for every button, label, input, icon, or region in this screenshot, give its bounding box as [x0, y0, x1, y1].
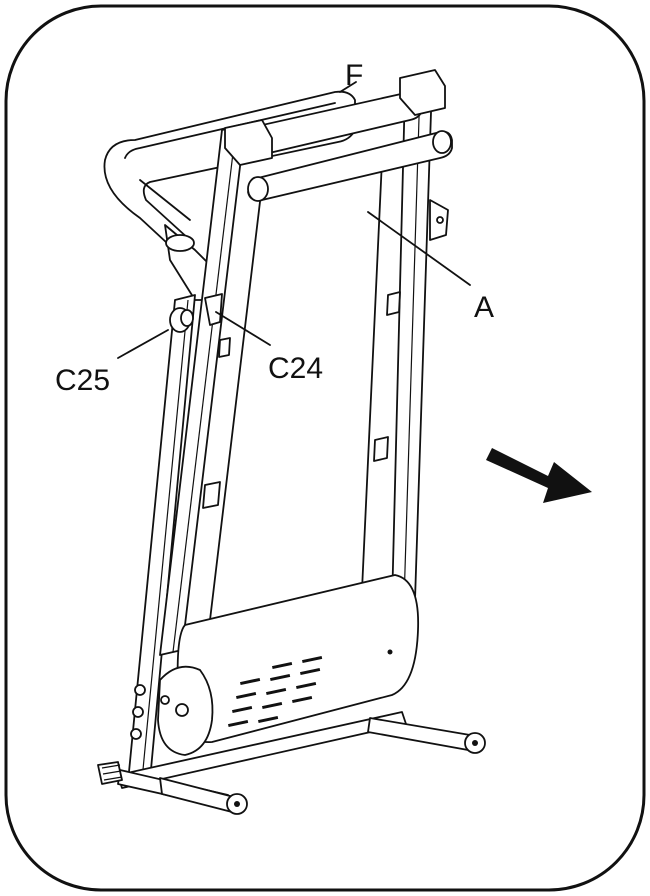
- leader-lines: [117, 81, 471, 359]
- callout-c24: C24: [268, 352, 323, 385]
- knob-c25: [169, 307, 194, 333]
- deck-frame: [159, 69, 453, 656]
- callout-c25: C25: [55, 364, 110, 397]
- callout-f: F: [345, 59, 363, 92]
- base-feet: [97, 711, 486, 815]
- motor-cover: [157, 574, 420, 756]
- callout-a: A: [474, 291, 494, 324]
- direction-arrow-icon: [486, 448, 592, 503]
